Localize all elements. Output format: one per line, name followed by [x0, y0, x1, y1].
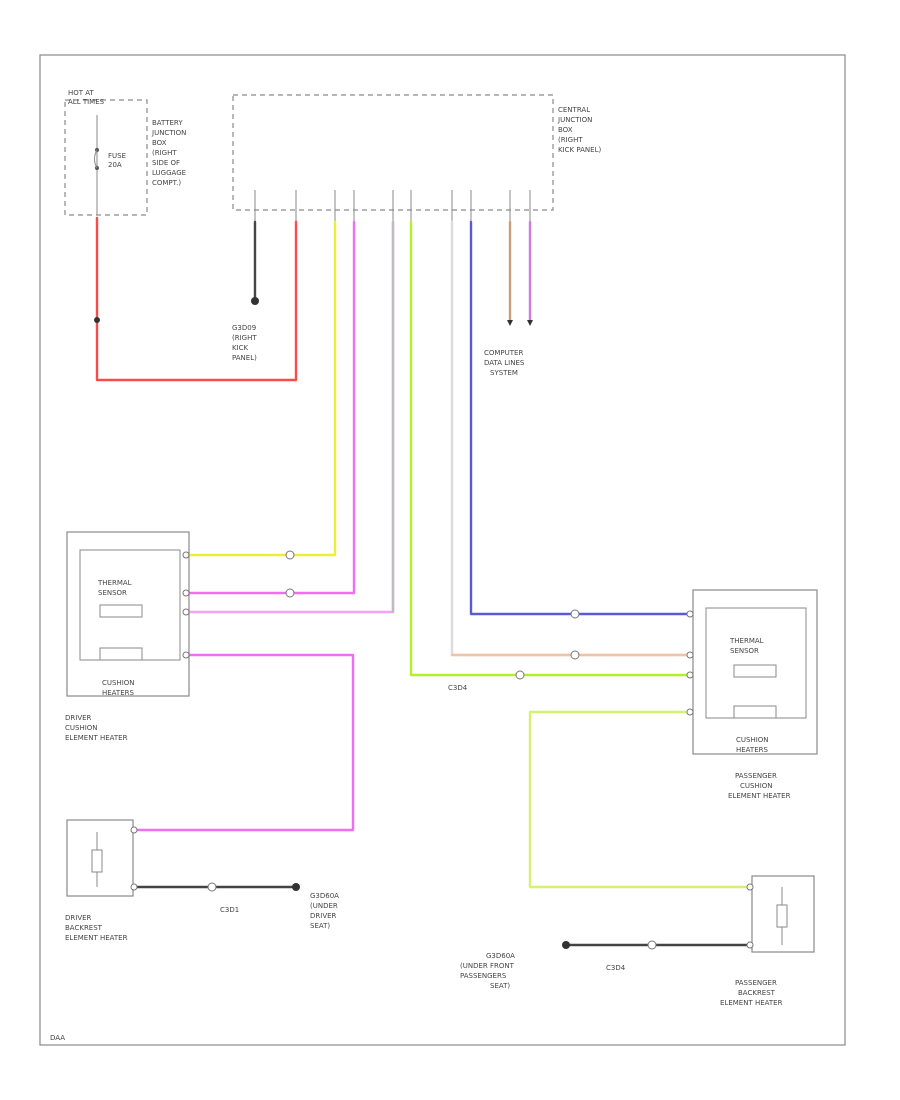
heater-element-icon — [99, 604, 143, 618]
resistor-icon — [91, 849, 103, 873]
wire-yellow-green-pass-backrest — [528, 710, 752, 889]
svg-text:HOT AT: HOT AT — [68, 89, 95, 97]
svg-text:CUSHION: CUSHION — [65, 724, 98, 732]
svg-text:THERMAL: THERMAL — [97, 579, 132, 587]
wire-purple-driver-sensor — [188, 220, 356, 595]
ground-kick-label: G3D09 (RIGHT KICK PANEL) — [232, 324, 257, 362]
battery-junction-box: HOT AT ALL TIMES BATTERY JUNCTION BOX (R… — [64, 89, 186, 216]
svg-text:G3D60A: G3D60A — [310, 892, 339, 900]
driver-cushion-heater: THERMAL SENSOR CUSHION HEATERS — [66, 531, 190, 697]
svg-text:CUSHION: CUSHION — [736, 736, 769, 744]
svg-text:BOX: BOX — [558, 126, 573, 134]
thermal-sensor-label: THERMAL SENSOR — [97, 579, 132, 597]
svg-text:PANEL): PANEL) — [232, 354, 257, 362]
svg-text:BATTERY: BATTERY — [152, 119, 183, 127]
svg-text:BOX: BOX — [152, 139, 167, 147]
connector-label: C3D1 — [220, 906, 239, 914]
heater-element-icon — [99, 647, 143, 661]
svg-text:CUSHION: CUSHION — [740, 782, 773, 790]
wire-white-passenger-sensor — [450, 220, 690, 657]
connector-label: C3D4 — [606, 964, 626, 972]
svg-text:PASSENGER: PASSENGER — [735, 979, 777, 987]
svg-text:BACKREST: BACKREST — [738, 989, 776, 997]
svg-text:ELEMENT HEATER: ELEMENT HEATER — [728, 792, 791, 800]
svg-text:G3D60A: G3D60A — [486, 952, 515, 960]
svg-text:THERMAL: THERMAL — [729, 637, 764, 645]
svg-text:LUGGAGE: LUGGAGE — [152, 169, 186, 177]
driver-cushion-label: DRIVER CUSHION ELEMENT HEATER — [65, 714, 128, 742]
svg-text:KICK PANEL): KICK PANEL) — [558, 146, 601, 154]
svg-text:BACKREST: BACKREST — [65, 924, 103, 932]
svg-text:CENTRAL: CENTRAL — [558, 106, 590, 114]
svg-text:SIDE OF: SIDE OF — [152, 159, 180, 167]
diagram-frame — [39, 54, 846, 1046]
svg-text:JUNCTION: JUNCTION — [151, 129, 186, 137]
ground-kick-icon — [251, 297, 259, 305]
svg-text:(RIGHT: (RIGHT — [152, 149, 177, 157]
passenger-cushion-heater: THERMAL SENSOR CUSHION HEATERS — [692, 589, 818, 755]
pass-thermal-sensor-label: THERMAL SENSOR — [729, 637, 764, 655]
fuse-rating: 20A — [108, 161, 122, 169]
driver-ground-label: G3D60A (UNDER DRIVER SEAT) — [310, 892, 339, 930]
svg-text:(UNDER FRONT: (UNDER FRONT — [460, 962, 515, 970]
ground-driver-icon — [292, 883, 300, 891]
driver-backrest-heater — [66, 819, 134, 897]
passenger-backrest-heater — [751, 875, 815, 953]
svg-text:HEATERS: HEATERS — [102, 689, 134, 697]
svg-text:ALL TIMES: ALL TIMES — [68, 98, 105, 106]
bjb-label: BATTERY JUNCTION BOX (RIGHT SIDE OF LUGG… — [151, 119, 186, 187]
svg-text:PASSENGERS: PASSENGERS — [460, 972, 507, 980]
passenger-backrest-label: PASSENGER BACKREST ELEMENT HEATER — [720, 979, 783, 1007]
driver-backrest-label: DRIVER BACKREST ELEMENT HEATER — [65, 914, 128, 942]
passenger-cushion-label: PASSENGER CUSHION ELEMENT HEATER — [728, 772, 791, 800]
wire-yellow-driver-sensor — [188, 220, 337, 557]
svg-text:HEATERS: HEATERS — [736, 746, 768, 754]
pass-cushion-heaters-label: CUSHION HEATERS — [736, 736, 769, 754]
svg-text:ELEMENT HEATER: ELEMENT HEATER — [720, 999, 783, 1007]
computer-data-lines-label: COMPUTER DATA LINES SYSTEM — [484, 349, 525, 377]
svg-text:DRIVER: DRIVER — [65, 914, 92, 922]
svg-text:(RIGHT: (RIGHT — [232, 334, 257, 342]
wire-blue-passenger-sensor — [469, 220, 690, 616]
svg-text:(UNDER: (UNDER — [310, 902, 338, 910]
heater-element-icon — [733, 664, 777, 678]
svg-text:CUSHION: CUSHION — [102, 679, 135, 687]
svg-text:DATA LINES: DATA LINES — [484, 359, 525, 367]
footer-code: DAA — [50, 1034, 65, 1042]
svg-text:JUNCTION: JUNCTION — [557, 116, 592, 124]
fuse-label: FUSE — [108, 152, 126, 160]
wire-green-passenger — [409, 220, 690, 677]
cjb-label: CENTRAL JUNCTION BOX (RIGHT KICK PANEL) — [557, 106, 601, 154]
svg-text:COMPT.): COMPT.) — [152, 179, 181, 187]
connector-label: C3D4 — [448, 684, 468, 692]
svg-text:SEAT): SEAT) — [490, 982, 510, 990]
svg-text:KICK: KICK — [232, 344, 249, 352]
svg-text:COMPUTER: COMPUTER — [484, 349, 523, 357]
wire-red-power — [95, 216, 298, 382]
cushion-heaters-label: CUSHION HEATERS — [102, 679, 135, 697]
passenger-ground-label: G3D60A (UNDER FRONT PASSENGERS SEAT) — [460, 952, 515, 990]
svg-text:SYSTEM: SYSTEM — [490, 369, 518, 377]
splice-dot — [94, 317, 100, 323]
svg-text:DRIVER: DRIVER — [65, 714, 92, 722]
central-junction-box: CENTRAL JUNCTION BOX (RIGHT KICK PANEL) — [232, 94, 601, 222]
svg-text:G3D09: G3D09 — [232, 324, 256, 332]
svg-text:ELEMENT HEATER: ELEMENT HEATER — [65, 734, 128, 742]
svg-text:PASSENGER: PASSENGER — [735, 772, 777, 780]
svg-text:SEAT): SEAT) — [310, 922, 330, 930]
svg-text:DRIVER: DRIVER — [310, 912, 337, 920]
resistor-icon — [776, 904, 788, 928]
svg-text:ELEMENT HEATER: ELEMENT HEATER — [65, 934, 128, 942]
ground-pass-icon — [562, 941, 570, 949]
svg-text:SENSOR: SENSOR — [98, 589, 127, 597]
svg-text:SENSOR: SENSOR — [730, 647, 759, 655]
wire-purple-driver-backrest — [134, 653, 355, 832]
svg-text:(RIGHT: (RIGHT — [558, 136, 583, 144]
heater-element-icon — [733, 705, 777, 719]
